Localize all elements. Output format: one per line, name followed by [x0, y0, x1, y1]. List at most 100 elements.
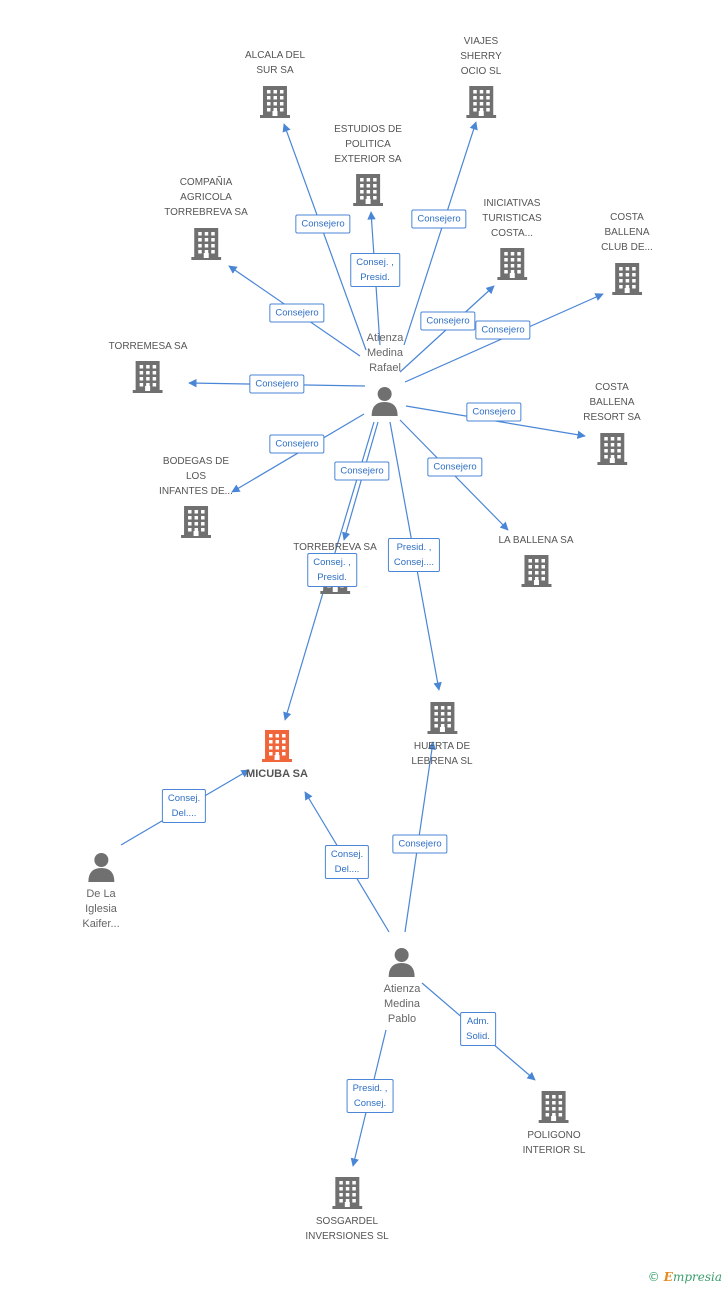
- relation-label-line: Consejero: [340, 465, 384, 477]
- node-label-line: COSTA...: [490, 228, 534, 239]
- node-label-line: SUR SA: [256, 65, 294, 76]
- building-icon: [331, 1175, 362, 1214]
- node-micuba[interactable]: MICUBA SA: [246, 728, 308, 782]
- node-label-line: VIAJES: [463, 36, 499, 47]
- node-label-line: HUERTA DE: [413, 741, 471, 752]
- copyright-icon: ©: [647, 1270, 660, 1284]
- relation-label-line: Consej.: [167, 793, 201, 804]
- node-label-line: COSTA: [610, 212, 644, 223]
- node-iniciativas[interactable]: INICIATIVAS TURISTICAS COSTA...: [482, 196, 542, 285]
- node-label-line: INICIATIVAS: [483, 198, 541, 209]
- node-laballena[interactable]: LA BALLENA SA: [498, 533, 574, 592]
- node-label-line: LA BALLENA SA: [498, 535, 574, 546]
- node-label-line: Atienza: [383, 983, 421, 995]
- brand-name: mpresia: [672, 1270, 722, 1284]
- relation-label-line: Consejero: [275, 307, 319, 319]
- relation-label[interactable]: Consejero: [249, 374, 305, 394]
- relation-label-line: Del....: [334, 864, 360, 875]
- brand-footer: ©Empresia: [648, 1270, 722, 1284]
- node-label-line: RESORT SA: [583, 412, 641, 423]
- building-icon: [259, 84, 290, 123]
- node-label-line: LOS: [185, 471, 206, 482]
- person-icon: [370, 386, 400, 421]
- building-icon: [352, 172, 383, 211]
- relation-label[interactable]: Consejero: [466, 402, 522, 422]
- node-alcala[interactable]: ALCALA DEL SUR SA: [245, 48, 305, 123]
- node-label-line: TORREMESA SA: [108, 341, 188, 352]
- relation-label[interactable]: Consej. ,Presid.: [307, 553, 357, 587]
- relation-label-line: Consejero: [417, 213, 461, 225]
- building-icon: [427, 700, 457, 739]
- node-label-line: COSTA: [595, 382, 629, 393]
- relation-label-line: Del....: [171, 808, 197, 819]
- node-label-line: OCIO SL: [460, 66, 502, 77]
- node-label-line: TORREBREVA SA: [164, 207, 248, 218]
- node-label-line: TURISTICAS: [482, 213, 542, 224]
- node-label-line: POLITICA: [345, 139, 391, 150]
- building-icon: [132, 359, 163, 398]
- relation-label[interactable]: Consejero: [427, 457, 483, 477]
- node-label-line: INVERSIONES SL: [305, 1231, 389, 1242]
- relation-label[interactable]: Consejero: [269, 303, 325, 323]
- node-label: INICIATIVAS TURISTICAS COSTA...: [482, 196, 541, 241]
- node-label-line: Iglesia: [85, 903, 117, 915]
- node-label-line: AGRICOLA: [180, 192, 232, 203]
- relation-label-line: Solid.: [466, 1031, 490, 1042]
- relation-label[interactable]: Consejero: [269, 434, 325, 454]
- relation-label[interactable]: Consej. ,Presid.: [350, 253, 400, 287]
- relation-label-line: Consejero: [426, 315, 470, 327]
- node-label-line: De La: [86, 888, 116, 900]
- relation-label-line: Presid.: [360, 272, 390, 283]
- relation-label[interactable]: Consejero: [334, 461, 390, 481]
- relation-label-line: Consejero: [398, 838, 442, 850]
- node-label-line: ALCALA DEL: [244, 50, 306, 61]
- node-label-line: CLUB DE...: [601, 242, 653, 253]
- brand-initial: E: [663, 1270, 673, 1284]
- relation-label-line: Adm.: [466, 1016, 490, 1027]
- relation-label-line: Consejero: [275, 438, 319, 450]
- building-icon: [496, 246, 527, 285]
- building-icon: [521, 553, 551, 592]
- relation-label[interactable]: Consejero: [411, 209, 467, 229]
- relation-label-line: Consej.: [330, 849, 364, 860]
- node-label-line: Pablo: [387, 1013, 417, 1025]
- relation-label[interactable]: Consej. Del....: [161, 789, 207, 823]
- node-label-line: BODEGAS DE: [162, 456, 230, 467]
- node-label: MICUBA SA: [246, 767, 308, 782]
- relation-label[interactable]: Consej. Del....: [324, 845, 370, 879]
- relation-label-line: Consej. ,: [313, 557, 351, 568]
- relation-label[interactable]: Consejero: [295, 214, 351, 234]
- relation-label[interactable]: Consejero: [420, 311, 476, 331]
- relation-label[interactable]: Presid. ,Consej.: [346, 1079, 394, 1113]
- relation-label[interactable]: Consejero: [475, 320, 531, 340]
- node-label-line: EXTERIOR SA: [334, 154, 402, 165]
- relation-label[interactable]: Presid. ,Consej....: [387, 538, 441, 572]
- building-icon: [181, 504, 211, 543]
- relation-label[interactable]: Consejero: [392, 834, 448, 854]
- node-label-line: Medina: [383, 998, 421, 1010]
- node-torremesa[interactable]: TORREMESA SA: [108, 339, 188, 398]
- node-label-line: Kaifer...: [82, 918, 120, 930]
- edge-rafael-alcala: [282, 123, 367, 351]
- relation-label-line: Consejero: [481, 324, 525, 336]
- relation-label[interactable]: Adm. Solid.: [460, 1012, 496, 1046]
